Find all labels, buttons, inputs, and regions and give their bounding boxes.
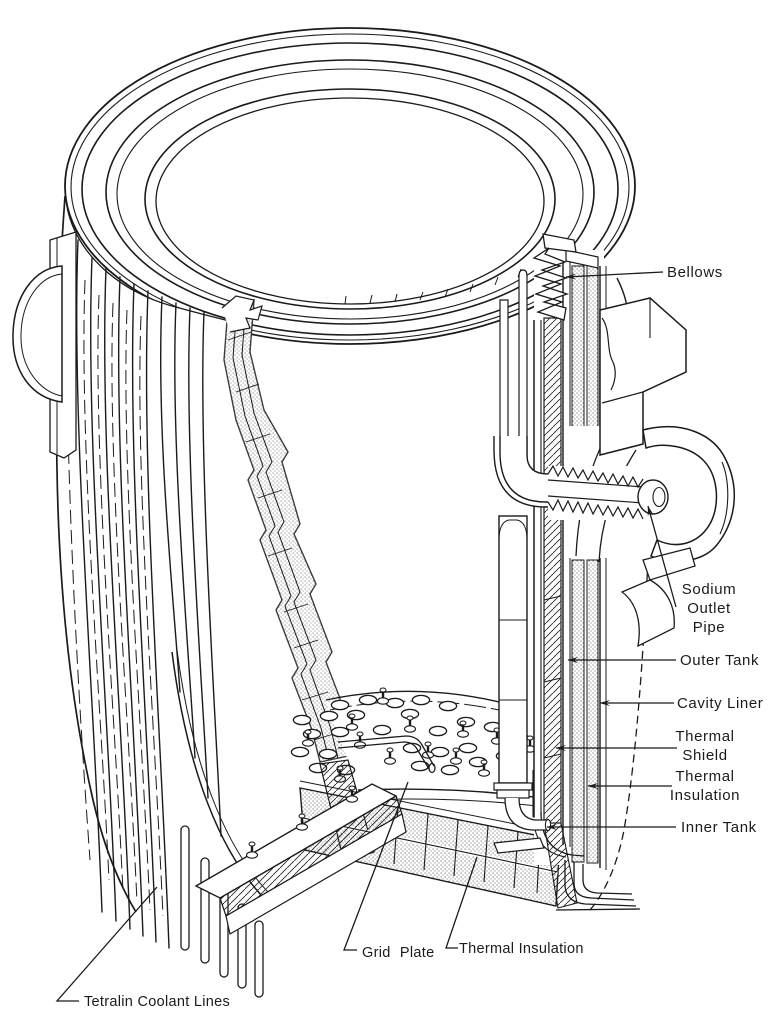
- support-ledge: [194, 783, 407, 935]
- label-thermal-shield-line1: Thermal: [675, 728, 735, 745]
- label-sodium-outlet-pipe-line2: Outlet: [687, 600, 731, 617]
- label-thermal-insulation-bottom: Thermal Insulation: [459, 941, 584, 957]
- leader-lines: [55, 271, 677, 1002]
- bellows-section: [532, 233, 577, 321]
- thermal-insulation-layer: [571, 265, 599, 864]
- vessel-rim: [64, 27, 636, 345]
- outer-shell-left-wall: [12, 195, 340, 998]
- side-bulge: [12, 265, 63, 403]
- leader-bellows: [565, 271, 664, 280]
- outlet-nozzle: [599, 297, 736, 648]
- leader-thermal-insulation-bottom: [445, 856, 478, 949]
- label-inner-tank: Inner Tank: [681, 819, 757, 836]
- label-thermal-shield: Thermal Shield: [666, 727, 744, 765]
- label-grid-plate: Grid Plate: [362, 945, 435, 961]
- label-thermal-shield-line2: Shield: [682, 747, 728, 764]
- sodium-outlet-pipe-assembly: [493, 269, 669, 854]
- right-wall-layers: [532, 233, 649, 913]
- leader-sodium-outlet-pipe: [647, 505, 677, 608]
- leader-grid-plate: [343, 781, 409, 951]
- label-thermal-insulation-right-line1: Thermal: [675, 768, 735, 785]
- leader-tetralin-coolant-lines: [55, 886, 158, 1002]
- bottom-support: [194, 759, 561, 935]
- label-sodium-outlet-pipe-line3: Pipe: [692, 619, 726, 636]
- label-outer-tank: Outer Tank: [680, 652, 760, 669]
- label-tetralin-coolant-lines: Tetralin Coolant Lines: [84, 994, 231, 1010]
- label-sodium-outlet-pipe-line1: Sodium: [681, 581, 737, 598]
- wall-base: [543, 822, 641, 911]
- thermal-shield-layer: [543, 317, 562, 824]
- coolant-line-ribs: [76, 239, 222, 949]
- label-thermal-insulation-right: Thermal Insulation: [650, 767, 760, 805]
- label-cavity-liner: Cavity Liner: [677, 695, 764, 712]
- label-sodium-outlet-pipe: Sodium Outlet Pipe: [670, 580, 748, 637]
- pipe-on-grid-plate: [337, 735, 436, 774]
- label-thermal-insulation-right-line2: Insulation: [669, 787, 741, 804]
- label-bellows: Bellows: [667, 264, 723, 281]
